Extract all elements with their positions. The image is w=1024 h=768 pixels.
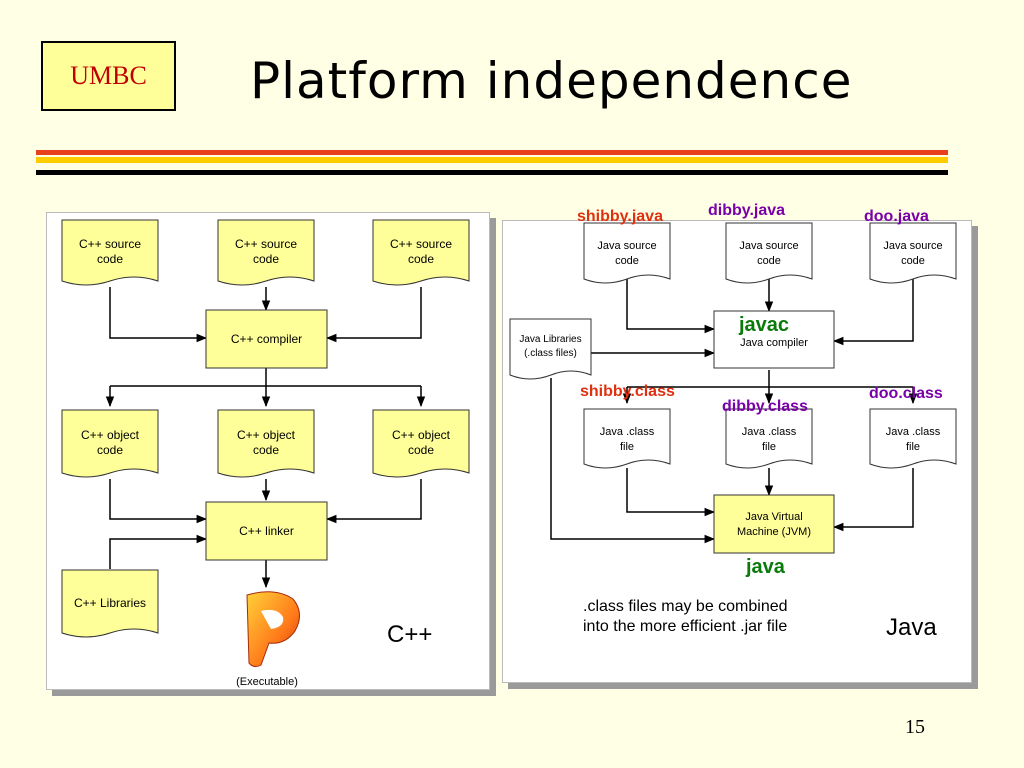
file-label-dibby-java: dibby.java	[708, 202, 786, 219]
executable-icon	[246, 591, 300, 668]
cpp-diagram	[61, 219, 470, 668]
java-diagram-panel: Java source code Java source code Java s…	[502, 220, 972, 683]
java-diagram	[509, 222, 957, 554]
title-rule-yellow	[36, 157, 948, 163]
cpp-source-file-2	[217, 219, 315, 286]
cpp-diagram-panel: C++ source code C++ source code C++ sour…	[46, 212, 490, 690]
cpp-object-file-3	[372, 409, 470, 478]
slide-title: Platform independence	[250, 52, 853, 110]
cpp-object-file-2	[217, 409, 315, 478]
java-compiler-box	[713, 310, 835, 369]
jvm-box	[713, 494, 835, 554]
java-class-file-1	[583, 408, 671, 469]
java-class-file-3	[869, 408, 957, 469]
cpp-compiler-box	[205, 309, 328, 369]
java-source-file-2	[725, 222, 813, 284]
cpp-linker-box	[205, 501, 328, 561]
java-source-file-3	[869, 222, 957, 284]
slide-number: 15	[905, 716, 925, 738]
logo-text: UMBC	[70, 61, 147, 90]
java-libraries-file	[509, 318, 592, 380]
title-rule-black	[36, 170, 948, 175]
cpp-source-file-1	[61, 219, 159, 286]
java-class-file-2	[725, 408, 813, 469]
java-source-file-1	[583, 222, 671, 284]
title-rule-red	[36, 150, 948, 155]
cpp-source-file-3	[372, 219, 470, 286]
umbc-logo: UMBC	[41, 41, 176, 111]
cpp-libraries-file	[61, 569, 159, 638]
cpp-object-file-1	[61, 409, 159, 478]
